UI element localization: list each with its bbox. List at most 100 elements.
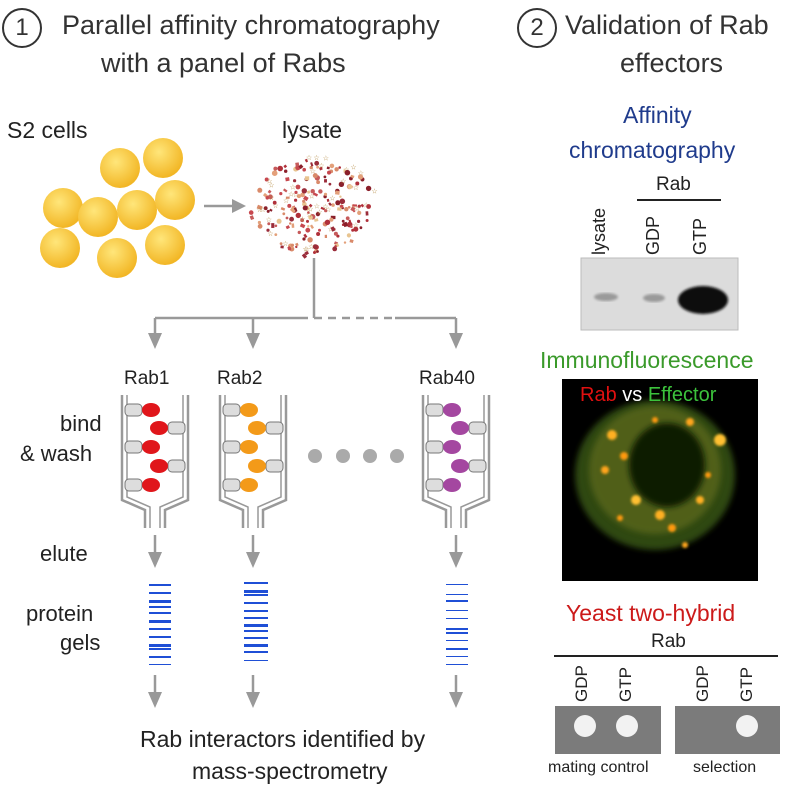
column-rab40 — [421, 395, 491, 528]
lysate-particle — [353, 226, 359, 232]
lysate-particle — [333, 231, 338, 236]
lysate-particle — [310, 189, 315, 194]
rab-protein — [451, 421, 469, 435]
lysate-particle — [293, 179, 297, 183]
lysate-particle — [345, 216, 350, 221]
gel-band — [446, 594, 468, 595]
column-rab1 — [120, 395, 190, 528]
blot-lane-gtp: GTP — [690, 217, 710, 255]
gel-band — [149, 628, 171, 630]
lysate-particle — [315, 212, 320, 217]
lysate-particle — [350, 206, 356, 212]
lysate-particle: ☆ — [304, 245, 310, 253]
lysate-particle — [300, 192, 305, 198]
lysate-particle — [316, 180, 320, 185]
lysate-particle — [316, 250, 319, 253]
lysate-particle — [264, 177, 269, 182]
lysate-particle — [306, 219, 309, 223]
bead — [265, 421, 284, 435]
lysate-particle: ☆ — [290, 183, 296, 191]
ms-arrows — [148, 675, 463, 708]
gel-band — [244, 617, 268, 619]
lysate-particle — [307, 237, 313, 243]
gel-band — [149, 620, 171, 623]
rab-protein — [150, 421, 168, 435]
immuno-rab: Rab — [580, 384, 617, 406]
lysate-particle — [339, 195, 342, 198]
lysate-particle: ☆ — [371, 187, 377, 195]
lysate-particle — [309, 224, 315, 229]
lysate-particle — [263, 206, 268, 211]
gel-band — [149, 656, 171, 658]
lysate-particle — [344, 207, 349, 212]
lysate-particle: ☆ — [309, 193, 315, 201]
lysate-particle — [329, 217, 334, 222]
gels-label-line2: gels — [60, 630, 101, 655]
step-2-badge: 2 — [517, 8, 557, 48]
lysate-particle — [365, 185, 372, 192]
lysate-particle — [341, 219, 345, 223]
lysate-particle: ☆ — [306, 211, 312, 219]
bead — [124, 403, 143, 417]
immuno-title: Immunofluorescence — [540, 347, 754, 373]
immuno-vs: vs — [622, 384, 643, 406]
lysate-particle — [339, 198, 346, 205]
bead — [167, 421, 186, 435]
gel-band — [244, 602, 268, 604]
cells-to-lysate-arrow — [204, 199, 246, 213]
lysate-particle — [312, 192, 319, 197]
lysate-particle: ☆ — [314, 202, 320, 210]
immuno-caption: Rab vs Effector — [580, 384, 716, 407]
column-wall — [257, 395, 282, 528]
lysate-particle — [338, 166, 342, 169]
lysate-particle — [365, 219, 369, 222]
lysate-label: lysate — [282, 117, 343, 143]
blot-lane-gdp: GDP — [643, 215, 663, 255]
lysate-particle — [271, 223, 275, 228]
lysate-particle: ☆ — [272, 202, 278, 210]
lysate-particle — [287, 203, 292, 208]
lysate-particle: ☆ — [353, 222, 359, 230]
column-wall — [460, 395, 485, 528]
s2-cells-label: S2 cells — [7, 117, 88, 143]
rab-protein — [443, 403, 461, 417]
rab-protein — [142, 478, 160, 492]
gel-band — [244, 590, 268, 593]
y2h-rab-label: Rab — [651, 631, 686, 652]
lysate-particle — [324, 209, 328, 213]
lysate-particle: ☆ — [260, 206, 266, 214]
bead — [468, 421, 487, 435]
gel-band — [149, 612, 171, 614]
rab-protein — [240, 403, 258, 417]
lysate-particle: ☆ — [266, 178, 272, 186]
western-blot — [580, 199, 739, 331]
lysate-particle — [318, 189, 323, 194]
lysate-particle — [331, 203, 335, 207]
blot-lane-lysate: lysate — [589, 207, 609, 255]
lysate-particle — [266, 209, 270, 213]
gel-band — [149, 584, 171, 586]
lysate-particle — [267, 222, 271, 226]
column-wall — [163, 395, 190, 528]
lysate-particle — [339, 204, 344, 209]
lysate-particle — [279, 192, 283, 196]
lysate-particle — [289, 222, 292, 225]
lysate-particle — [293, 207, 298, 212]
lysate-particle: ☆ — [267, 230, 273, 238]
lysate-particle — [302, 205, 308, 211]
lysate-particle — [334, 190, 340, 195]
lysate-particle: ☆ — [350, 163, 356, 171]
lysate-particle: ☆ — [306, 154, 312, 162]
lysate-particle — [294, 198, 298, 202]
lysate-particle — [332, 246, 338, 252]
lysate-particle — [349, 239, 354, 244]
lysate-particle — [357, 174, 364, 180]
lysate-particle: ☆ — [318, 162, 324, 170]
ellipsis-dots — [308, 449, 404, 463]
lysate-particle — [338, 181, 345, 187]
lysate-particle — [316, 165, 319, 169]
lysate-particle — [330, 226, 336, 232]
bead — [425, 403, 444, 417]
lysate-particle — [266, 228, 270, 232]
lysate-particle — [273, 166, 278, 171]
